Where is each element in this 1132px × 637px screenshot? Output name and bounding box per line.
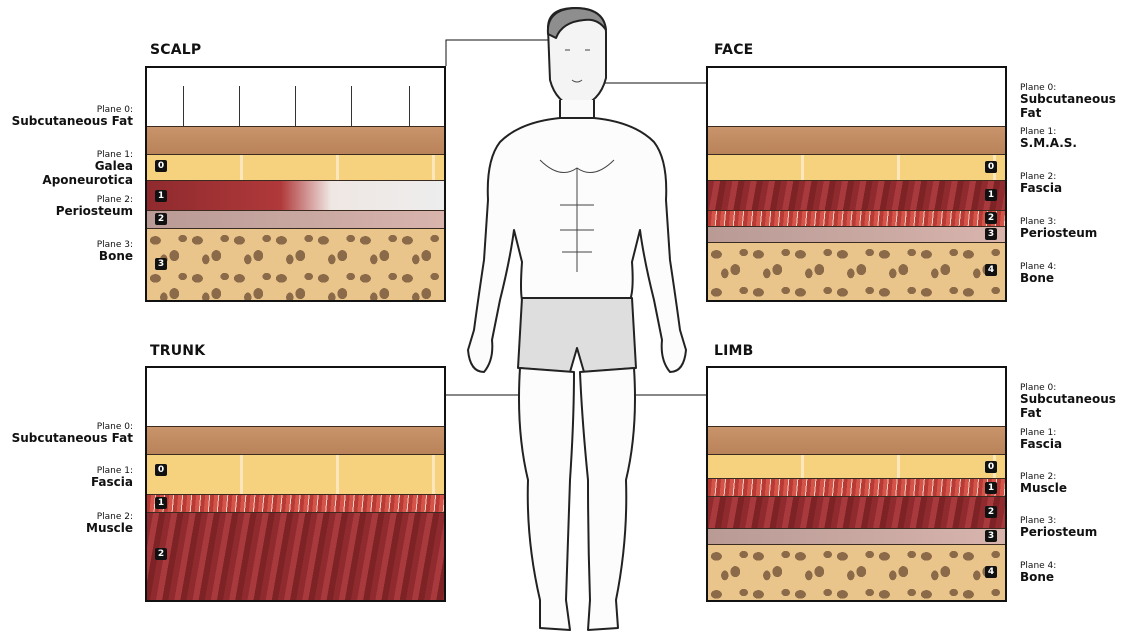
limb-title: LIMB [714, 343, 754, 359]
limb-label-0: Plane 0:Subcutaneous Fat [1020, 383, 1132, 421]
face-label-4: Plane 4:Bone [1020, 262, 1056, 286]
plane-badge: 4 [985, 264, 997, 276]
limb-fascia-layer [708, 478, 1005, 497]
face-periosteum-layer [708, 226, 1005, 243]
trunk-fat-layer [147, 454, 444, 495]
face-label-0: Plane 0:Subcutaneous Fat [1020, 83, 1132, 121]
trunk-panel: 0 1 2 [145, 366, 446, 602]
trunk-skin-layer [147, 426, 444, 455]
hair-icon [351, 86, 354, 126]
plane-badge: 1 [985, 482, 997, 494]
face-skin-layer [708, 126, 1005, 155]
limb-skin-layer [708, 426, 1005, 455]
plane-badge: 0 [985, 461, 997, 473]
plane-badge: 3 [985, 530, 997, 542]
scalp-galea-layer [147, 180, 444, 211]
face-title: FACE [714, 42, 753, 58]
scalp-bone-layer [147, 228, 444, 302]
plane-badge: 2 [985, 506, 997, 518]
plane-badge: 2 [985, 212, 997, 224]
face-smas-layer [708, 154, 1005, 181]
limb-bone-layer [708, 544, 1005, 602]
plane-badge: 2 [155, 548, 167, 560]
limb-label-4: Plane 4:Bone [1020, 561, 1056, 585]
plane-badge: 1 [155, 497, 167, 509]
trunk-muscle-layer [147, 512, 444, 602]
scalp-label-3: Plane 3:Bone [97, 240, 133, 264]
limb-fat-layer [708, 454, 1005, 479]
scalp-panel: 0 1 2 3 [145, 66, 446, 302]
scalp-skin-layer [147, 126, 444, 155]
scalp-fat-layer [147, 154, 444, 181]
body-details [540, 50, 614, 272]
scalp-label-0: Plane 0:Subcutaneous Fat [12, 105, 133, 129]
limb-muscle-layer [708, 496, 1005, 529]
body-outline [468, 8, 686, 630]
hair-icon [295, 86, 298, 126]
pointer-dots [551, 38, 623, 398]
face-fascia-layer [708, 180, 1005, 211]
limb-panel: 0 1 2 3 4 [706, 366, 1007, 602]
face-panel: 0 1 2 3 4 [706, 66, 1007, 302]
plane-badge: 4 [985, 566, 997, 578]
limb-label-2: Plane 2:Muscle [1020, 472, 1067, 496]
face-label-1: Plane 1:S.M.A.S. [1020, 127, 1077, 151]
face-fascia-2-layer [708, 210, 1005, 227]
trunk-label-2: Plane 2:Muscle [86, 512, 133, 536]
trunk-label-1: Plane 1:Fascia [91, 466, 133, 490]
plane-badge: 3 [155, 258, 167, 270]
scalp-label-2: Plane 2:Periosteum [56, 195, 133, 219]
plane-badge: 1 [985, 189, 997, 201]
limb-label-3: Plane 3:Periosteum [1020, 516, 1097, 540]
scalp-periosteum-layer [147, 210, 444, 229]
plane-badge: 2 [155, 213, 167, 225]
scalp-title: SCALP [150, 42, 201, 58]
limb-periosteum-layer [708, 528, 1005, 545]
plane-badge: 0 [155, 464, 167, 476]
plane-badge: 0 [155, 160, 167, 172]
plane-badge: 0 [985, 161, 997, 173]
face-label-3: Plane 3:Periosteum [1020, 217, 1097, 241]
trunk-fascia-layer [147, 494, 444, 513]
connector-lines [446, 40, 706, 395]
plane-badge: 1 [155, 190, 167, 202]
face-bone-layer [708, 242, 1005, 302]
scalp-label-1: Plane 1:Galea Aponeurotica [0, 150, 133, 188]
hair-icon [239, 86, 242, 126]
plane-badge: 3 [985, 228, 997, 240]
hair-icon [409, 86, 412, 126]
trunk-title: TRUNK [150, 343, 205, 359]
hair-icon [183, 86, 186, 126]
trunk-label-0: Plane 0:Subcutaneous Fat [12, 422, 133, 446]
limb-label-1: Plane 1:Fascia [1020, 428, 1062, 452]
face-label-2: Plane 2:Fascia [1020, 172, 1062, 196]
